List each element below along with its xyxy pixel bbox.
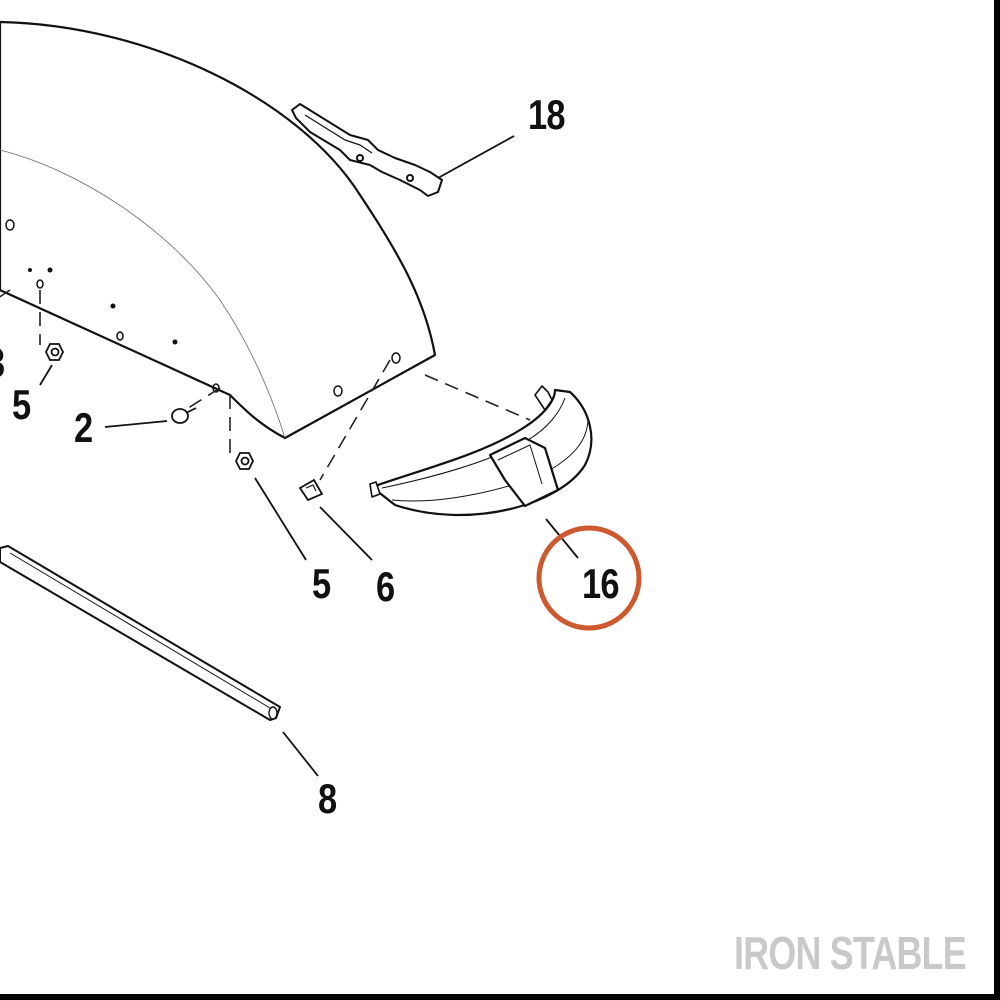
- callout-6: 6: [376, 563, 395, 610]
- watermark: IRON STABLE: [734, 927, 967, 979]
- callout-16: 16: [582, 560, 619, 607]
- part-6-clip: [298, 478, 324, 502]
- callout-leaders: [39, 135, 579, 777]
- frame-border-bottom: [0, 994, 1000, 1000]
- part-5-nut-upper: [44, 343, 65, 361]
- part-5-nut-lower: [234, 452, 255, 470]
- callout-2: 2: [74, 404, 93, 451]
- callout-5-lower: 5: [312, 560, 331, 607]
- rear-fender: [0, 20, 437, 440]
- part-2-screw: [171, 407, 197, 424]
- assembly-dashes: [0, 289, 531, 481]
- callout-3: 3: [0, 342, 5, 384]
- part-18-bracket: [291, 103, 443, 197]
- callout-18: 18: [528, 91, 565, 138]
- part-16-lens: [369, 385, 593, 517]
- callout-8: 8: [318, 775, 337, 822]
- highlight-circle: [536, 525, 642, 631]
- frame-border-right: [994, 0, 1000, 1000]
- callout-5-upper: 5: [12, 381, 31, 428]
- part-8-trim-strip: [0, 545, 281, 721]
